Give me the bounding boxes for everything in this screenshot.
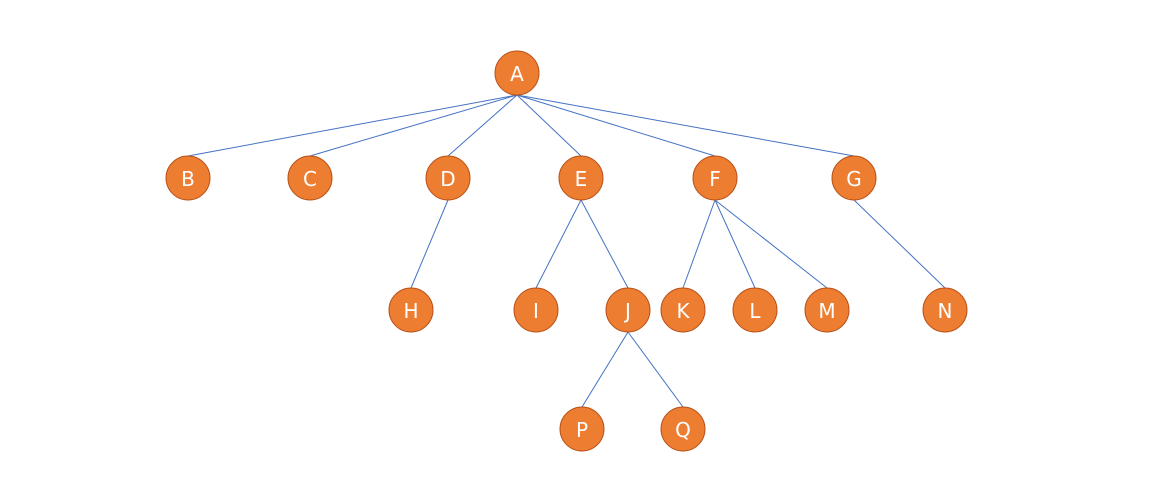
node-circle bbox=[660, 406, 706, 452]
node-label: P bbox=[576, 418, 588, 442]
node-circle bbox=[804, 287, 850, 333]
node-circle bbox=[660, 287, 706, 333]
edge-j-p bbox=[581, 331, 629, 408]
node-label: G bbox=[846, 167, 862, 191]
edge-e-j bbox=[580, 199, 629, 289]
edge-g-n bbox=[853, 199, 946, 289]
node-circle bbox=[388, 287, 434, 333]
node-circle bbox=[494, 50, 540, 96]
node-circle bbox=[558, 155, 604, 201]
node-circle bbox=[605, 287, 651, 333]
node-j: J bbox=[605, 287, 651, 333]
node-circle bbox=[165, 155, 211, 201]
node-circle bbox=[287, 155, 333, 201]
edge-f-k bbox=[682, 199, 716, 289]
node-label: L bbox=[749, 299, 761, 323]
node-label: J bbox=[623, 299, 631, 323]
node-label: K bbox=[676, 299, 690, 323]
node-p: P bbox=[559, 406, 605, 452]
node-e: E bbox=[558, 155, 604, 201]
node-m: M bbox=[804, 287, 850, 333]
edge-a-c bbox=[309, 94, 518, 157]
node-i: I bbox=[513, 287, 559, 333]
node-label: I bbox=[533, 299, 539, 323]
edge-j-q bbox=[627, 331, 684, 408]
node-circle bbox=[831, 155, 877, 201]
edge-a-f bbox=[516, 94, 716, 157]
node-circle bbox=[559, 406, 605, 452]
node-label: E bbox=[575, 167, 588, 191]
edge-a-e bbox=[516, 94, 582, 157]
node-circle bbox=[732, 287, 778, 333]
node-l: L bbox=[732, 287, 778, 333]
edge-a-d bbox=[447, 94, 518, 157]
node-label: M bbox=[818, 299, 835, 323]
edge-f-m bbox=[714, 199, 828, 289]
node-label: Q bbox=[675, 418, 691, 442]
node-circle bbox=[425, 155, 471, 201]
node-circle bbox=[513, 287, 559, 333]
node-circle bbox=[922, 287, 968, 333]
node-label: H bbox=[403, 299, 418, 323]
node-label: B bbox=[181, 167, 195, 191]
node-label: C bbox=[303, 167, 317, 191]
nodes-layer: A B C D E F G H I J K L M N P Q bbox=[165, 50, 968, 452]
edge-e-i bbox=[535, 199, 582, 289]
node-q: Q bbox=[660, 406, 706, 452]
node-c: C bbox=[287, 155, 333, 201]
node-label: A bbox=[510, 62, 524, 86]
edge-f-l bbox=[714, 199, 756, 289]
node-a: A bbox=[494, 50, 540, 96]
node-n: N bbox=[922, 287, 968, 333]
edges-layer bbox=[187, 94, 946, 408]
node-circle bbox=[692, 155, 738, 201]
node-g: G bbox=[831, 155, 877, 201]
edge-a-g bbox=[516, 94, 855, 157]
node-f: F bbox=[692, 155, 738, 201]
edge-d-h bbox=[410, 199, 449, 289]
edge-a-b bbox=[187, 94, 518, 157]
node-label: D bbox=[440, 167, 455, 191]
node-d: D bbox=[425, 155, 471, 201]
node-h: H bbox=[388, 287, 434, 333]
node-k: K bbox=[660, 287, 706, 333]
node-label: F bbox=[709, 167, 721, 191]
node-b: B bbox=[165, 155, 211, 201]
node-label: N bbox=[938, 299, 953, 323]
